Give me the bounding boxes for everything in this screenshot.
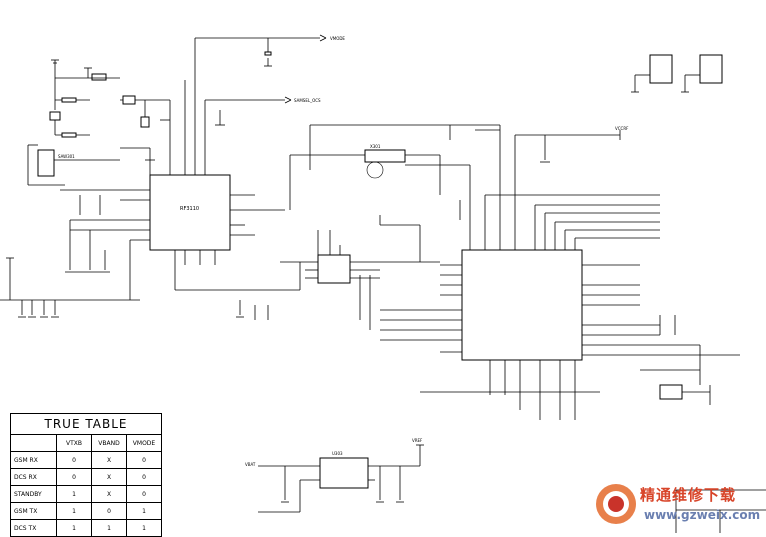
vref-label: VREF [412,438,423,443]
crystal-section: X301 [289,124,501,250]
header-vtxb: VTXB [56,434,92,452]
pa-part-label: RF3110 [180,206,199,212]
left-decoupling [0,195,140,318]
transceiver-ic [380,194,740,420]
table-row: DCS RX 0 X 0 [10,468,162,486]
switch-area [120,95,171,175]
title-block [675,489,766,533]
samsel-label: SAMSEL_OCS [294,98,321,103]
row-vmode: 0 [126,451,162,469]
table-row: GSM TX 1 0 1 [10,502,162,520]
table-row: GSM RX 0 X 0 [10,451,162,469]
row-mode: DCS TX [10,519,57,537]
header-vmode: VMODE [126,434,162,452]
antenna-section [49,59,120,138]
pa-ic: RF3110 SAMSEL_OCS [60,80,321,290]
watermark-url: www.gzweix.com [644,508,761,522]
vmode-net: VMODE [194,34,345,175]
header-vband: VBAND [91,434,127,452]
crystal-ref-label: X301 [370,144,381,149]
right-blocks [631,54,723,405]
truth-table-title: TRUE TABLE [10,413,162,435]
row-vband: 1 [91,519,127,537]
saw-filter: SAW301 [27,144,120,186]
row-vband: X [91,485,127,503]
row-vband: X [91,468,127,486]
row-vtxb: 1 [56,485,92,503]
row-vmode: 0 [126,485,162,503]
vmode-label: VMODE [330,36,345,41]
row-vtxb: 1 [56,519,92,537]
row-mode: STANDBY [10,485,57,503]
row-vtxb: 0 [56,468,92,486]
table-row: STANDBY 1 X 0 [10,485,162,503]
vbat-label: VBAT [245,462,256,467]
row-vtxb: 0 [56,451,92,469]
row-vband: 0 [91,502,127,520]
lna-ic [175,215,440,330]
watermark-text: 精通维修下载 [640,486,737,504]
row-vmode: 1 [126,519,162,537]
row-vband: X [91,451,127,469]
regulator-ref-label: U303 [332,451,343,456]
vcc-top: VCCRF [514,126,629,250]
row-mode: DCS RX [10,468,57,486]
header-mode [10,434,57,452]
row-mode: GSM RX [10,451,57,469]
regulator: U303 VBAT VREF [245,438,424,513]
row-vtxb: 1 [56,502,92,520]
row-vmode: 1 [126,502,162,520]
row-mode: GSM TX [10,502,57,520]
watermark: 精通维修下载 www.gzweix.com [592,478,766,533]
vcc-label: VCCRF [615,126,629,131]
row-vmode: 0 [126,468,162,486]
saw-ref-label: SAW301 [58,154,75,159]
logo-icon [596,484,636,524]
table-row: DCS TX 1 1 1 [10,519,162,537]
truth-table: TRUE TABLE VTXB VBAND VMODE GSM RX 0 X 0… [10,413,162,537]
